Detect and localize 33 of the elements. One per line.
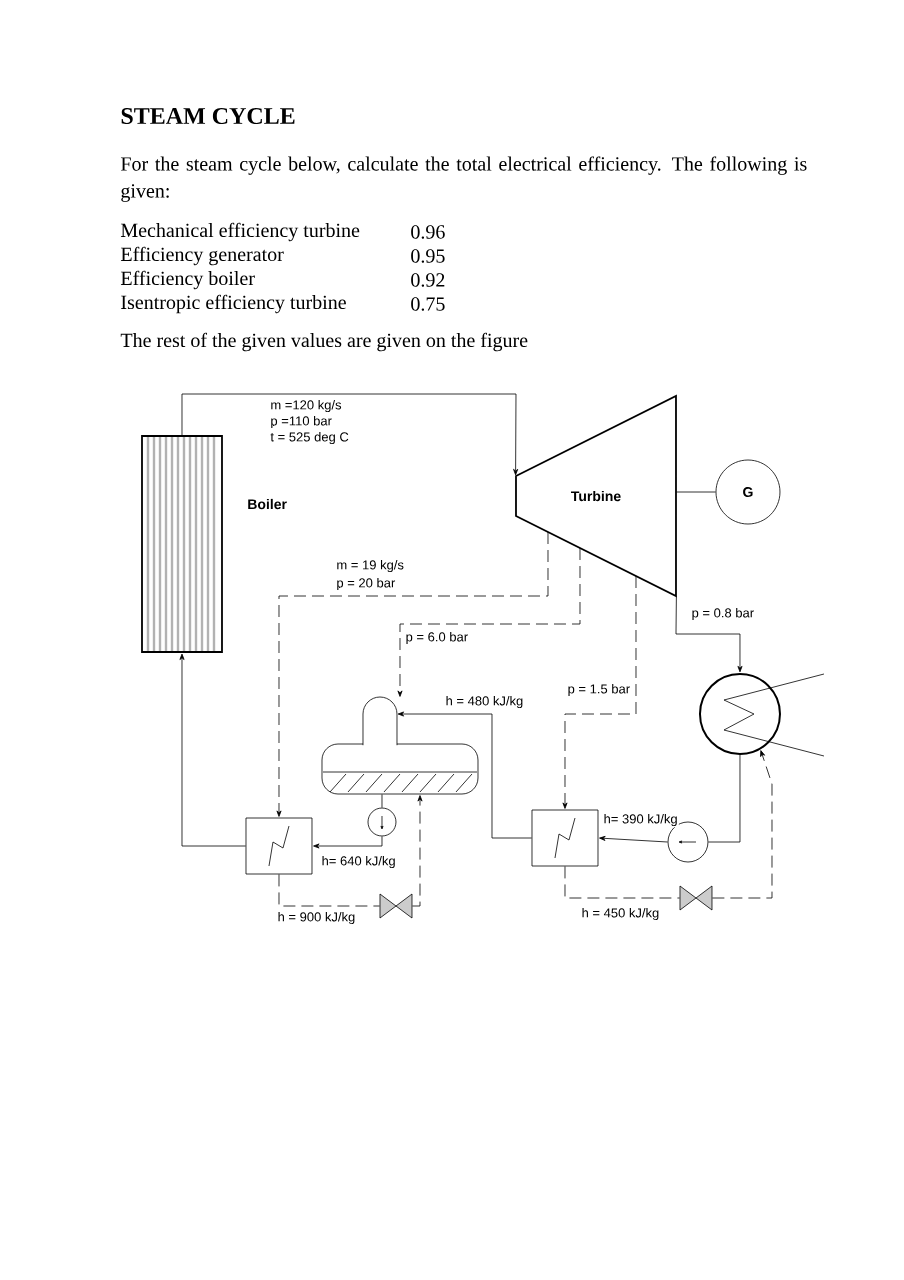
- title: STEAM CYCLE: [121, 107, 295, 125]
- valve: [679, 885, 713, 911]
- table-cell: 0.92: [411, 273, 445, 287]
- table-cell: 0.95: [411, 249, 445, 263]
- pipe-line: [381, 794, 383, 808]
- arrow: [712, 750, 773, 899]
- pipe-line: [708, 754, 741, 843]
- shaft-line: [676, 491, 716, 493]
- arrow: [179, 653, 246, 847]
- table-cell: 0.96: [411, 225, 445, 239]
- table-cell: Isentropic efficiency turbine: [121, 294, 346, 314]
- arrow: [276, 531, 549, 817]
- pipe-line: [564, 866, 680, 899]
- heat-exchanger: [245, 817, 313, 875]
- table-cell: 0.75: [411, 297, 445, 311]
- valve: [379, 893, 413, 919]
- pump: [367, 807, 397, 837]
- arrow: [397, 711, 532, 839]
- heat-exchanger: [531, 809, 599, 867]
- arrow: [181, 393, 519, 476]
- table-cell: Efficiency boiler: [120, 270, 255, 290]
- arrow: [599, 835, 668, 843]
- table-cell: Efficiency generator: [120, 246, 284, 266]
- arrow: [562, 575, 637, 809]
- condenser: [699, 673, 825, 757]
- arrow: [675, 596, 743, 673]
- arrow: [313, 836, 383, 849]
- note: The rest of the given values are given on the figure: [120, 332, 528, 352]
- table-cell: Mechanical efficiency turbine: [120, 222, 360, 242]
- pipe-line: [278, 874, 380, 907]
- paragraph: For the steam cycle below, calculate the total electrical efficiency. The following is given:: [120, 156, 807, 202]
- arrow: [412, 795, 423, 907]
- arrow: [397, 547, 581, 697]
